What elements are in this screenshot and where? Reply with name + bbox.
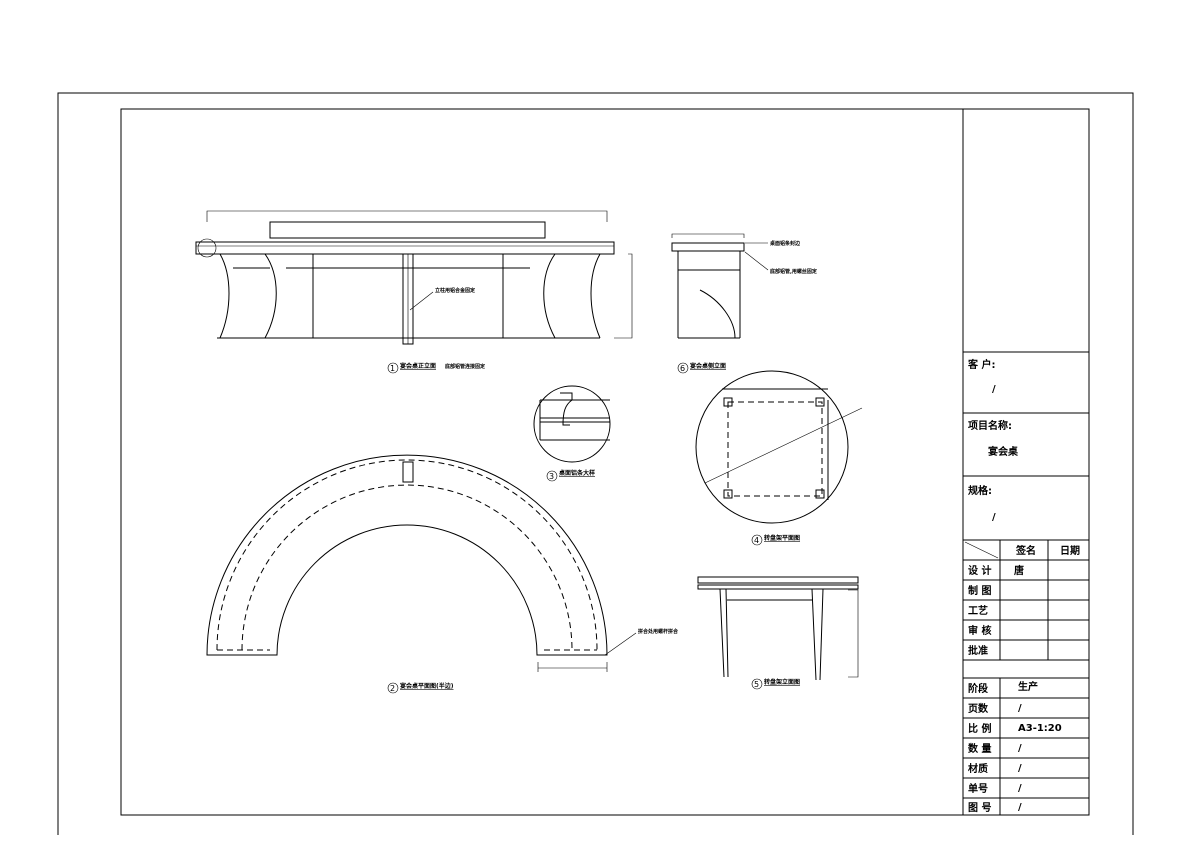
view-2-number: 2 — [390, 684, 395, 693]
info-label: 图 号 — [968, 802, 991, 814]
info-label: 单号 — [968, 782, 988, 795]
role-label: 设 计 — [968, 564, 991, 577]
title-block: 客 户: / 项目名称: 宴会桌 规格: / 签名 日期 设 计 唐 制 图 工… — [962, 109, 1089, 815]
info-value: / — [1018, 743, 1022, 754]
drawing-frame — [120, 108, 1090, 816]
view-3-number: 3 — [549, 472, 554, 481]
info-value: / — [1018, 783, 1022, 794]
view-1-title: 宴会桌正立面 — [400, 362, 436, 370]
turntable-plan-view: 4 转盘架平面图 — [695, 370, 863, 546]
view-5-number: 5 — [754, 680, 759, 689]
turntable-elevation-view: 5 转盘架立面图 — [697, 576, 859, 690]
client-label: 客 户: — [967, 358, 995, 371]
info-label: 页数 — [968, 702, 989, 715]
role-label: 批准 — [968, 644, 988, 657]
spec-value: / — [992, 512, 996, 523]
side-top-note: 桌面铝条封边 — [769, 240, 801, 247]
role-label: 工艺 — [968, 604, 988, 617]
side-elevation-view: 桌面铝条封边 底部铝管,用螺丝固定 6 宴会桌侧立面 — [671, 233, 817, 374]
info-label: 数 量 — [968, 742, 991, 755]
date-header: 日期 — [1060, 544, 1080, 557]
project-label: 项目名称: — [968, 419, 1012, 432]
project-value: 宴会桌 — [988, 445, 1018, 458]
side-mid-note: 底部铝管,用螺丝固定 — [769, 268, 817, 275]
view-4-title: 转盘架平面图 — [764, 534, 800, 542]
view-6-number: 6 — [680, 364, 685, 373]
view-1-marker — [387, 362, 399, 374]
view-2-title: 宴会桌平面图(半边) — [400, 682, 454, 690]
sign-header: 签名 — [1015, 544, 1036, 557]
info-value: / — [1018, 763, 1022, 774]
sheet-border — [57, 92, 1134, 835]
view-1-note: 底部铝管连接固定 — [444, 363, 485, 370]
client-value: / — [992, 384, 996, 395]
info-rows: 阶段 生产 页数 / 比 例 A3-1:20 数 量 / 材质 / 单号 / 图… — [968, 680, 1062, 814]
role-rows: 设 计 唐 制 图 工艺 审 核 批准 — [968, 564, 1024, 657]
plan-joint-note: 拼合处用螺杆拼合 — [637, 628, 679, 635]
view-4-number: 4 — [754, 536, 759, 545]
view-5-title: 转盘架立面图 — [764, 678, 800, 686]
info-label: 比 例 — [968, 722, 991, 735]
role-label: 审 核 — [968, 624, 991, 637]
spec-label: 规格: — [968, 484, 992, 497]
view-6-title: 宴会桌侧立面 — [690, 362, 726, 370]
info-label: 阶段 — [968, 682, 988, 695]
view-1-number: 1 — [390, 364, 395, 373]
info-value: / — [1018, 802, 1022, 813]
view-3-title: 桌面铝条大样 — [559, 469, 595, 477]
edge-detail-view: 3 桌面铝条大样 — [533, 385, 611, 482]
front-center-note: 立柱用铝合金固定 — [435, 287, 475, 294]
half-plan-view: 拼合处用螺杆拼合 2 宴会桌平面图(半边) — [206, 454, 679, 694]
role-label: 制 图 — [968, 584, 991, 597]
info-value: / — [1018, 703, 1022, 714]
front-elevation-view: 立柱用铝合金固定 1 宴会桌正立面 底部铝管连接固定 — [195, 210, 633, 374]
info-value: 生产 — [1018, 680, 1038, 693]
info-value: A3-1:20 — [1018, 723, 1062, 734]
info-label: 材质 — [968, 762, 988, 775]
role-sign: 唐 — [1014, 564, 1024, 577]
